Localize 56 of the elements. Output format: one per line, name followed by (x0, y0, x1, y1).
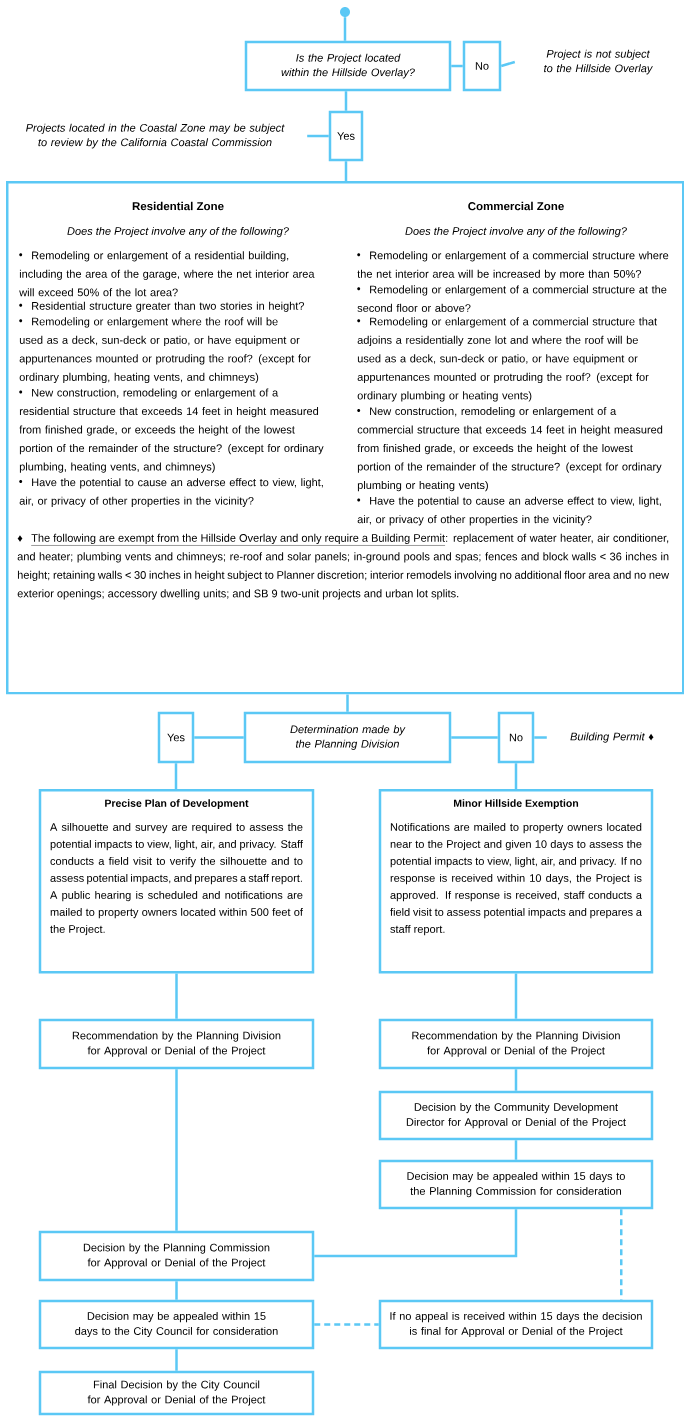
bullet-item: Remodeling or enlargement of a commercial structure that adjoins a residentially zone lot and where the roof will be used as a deck, sun-deck or patio, or have equipment or appurtenances mounted or protruding the roof? (except for ordinary plumbing or heating vents) (357, 317, 658, 402)
connector-line (175, 1069, 178, 1231)
connector-line (194, 736, 244, 739)
zone-question: Does the Project involve any of the following? (67, 226, 289, 238)
connector-line (451, 736, 498, 739)
dashed-connector (314, 1323, 379, 1326)
bullet-item: Remodeling or enlargement where the roof will be used as a deck, sun-deck or patio, or have equipment or appurtenances mounted or protruding the roof? (except for ordinary plumbing, heating vents, and chimneys) (19, 317, 311, 384)
process-box: Recommendation by the Planning Division for Approval or Denial of the Project (38, 1018, 315, 1070)
process-box: Decision may be appealed within 15 days to the City Council for consideration (38, 1299, 315, 1350)
bullet-item: Have the potential to cause an adverse effect to view, light, air, or privacy of other properties in the vicinity? (357, 496, 661, 526)
connector-line (534, 736, 547, 739)
process-box: Decision by the Planning Commission for Approval or Denial of the Project (38, 1230, 315, 1282)
connector-line (174, 763, 178, 789)
bullet-item: Residential structure greater than two stories in height? (19, 301, 305, 312)
process-box: Minor Hillside Exemption Notifications are mailed to property owners located near to the Project and given 10 days to assess the potential impacts to view, light, air, and privacy. If no response is received within 10 days, the Project is approved. If response is received, staff conducts a field visit to assess potential impacts and prepares a staff report. (378, 789, 654, 974)
connector-line (344, 91, 348, 111)
process-box: Decision may be appealed within 15 days to the Planning Commission for consideration (378, 1159, 654, 1210)
choice-box: Yes (328, 110, 364, 162)
zone-heading: Commercial Zone (468, 201, 564, 211)
bullet-item: New construction, remodeling or enlargement of a commercial structure that exceeds 14 feet in height measured from finished grade, or exceeds the height of the lowest portion of the remainder of the structure? (except for ordinary plumbing or heating vents) (357, 407, 663, 492)
bullet-item: Remodeling or enlargement of a commercial structure at the second floor or above? (357, 285, 667, 312)
process-box: Final Decision by the City Council for Approval or Denial of the Project (38, 1370, 315, 1416)
question-box: Determination made by the Planning Division (243, 711, 452, 764)
note-text: Projects located in the Coastal Zone may be subject to review by the California Coastal Commission (26, 123, 285, 149)
connector-line (175, 1281, 178, 1300)
connector-line (343, 17, 347, 41)
connector-line (175, 973, 178, 1019)
bullet-item: Have the potential to cause an adverse effect to view, light, air, or privacy of other properties in the vicinity? (19, 478, 323, 507)
bullet-item: Remodeling or enlargement of a commercial structure where the net interior area will be increased by more than 50%? (357, 251, 669, 280)
process-box: Precise Plan of Development A silhouette and survey are required to assess the potential impacts to view, light, air, and privacy. Staff conducts a field visit to verify the silhouette and to assess potential impacts, and prepares a staff report. A public hearing is scheduled and notifications are mailed to property owners located within 500 feet of the Project. (38, 789, 315, 974)
connector-line (344, 161, 348, 181)
note-text: Building Permit ♦ (570, 732, 654, 743)
choice-box: No (462, 40, 502, 92)
process-box: Decision by the Community Development Director for Approval or Denial of the Project (378, 1090, 654, 1141)
bullet-item: New construction, remodeling or enlargement of a residential structure that exceeds 14 feet in height measured from finished grade, or exceeds the height of the lowest portion of the remainder of the structure? (except for ordinary plumbing, heating vents, and chimneys) (19, 388, 324, 473)
bullet-item: Remodeling or enlargement of a residential building, including the area of the garage, where the net interior area will exceed 50% of the lot area? (19, 251, 315, 297)
exemption-note: ♦ The following are exempt from the Hillside Overlay and only require a Building Permit: replacement of water heater, air conditioner, and heater; plumbing vents and chimneys; re-roof and solar panels; in-ground pools and spas; fences and block walls < 36 inches in height; retaining walls < 30 inches in height subject to Planner discretion; interior remodels involving no additional floor area and no new exterior openings; accessory dwelling units; and SB 9 two-unit projects and urban lot splits. (17, 533, 670, 600)
connector-line (514, 1140, 518, 1160)
zone-question: Does the Project involve any of the following? (405, 226, 627, 238)
connector-line (175, 1349, 178, 1371)
connector-line (514, 1069, 518, 1091)
dashed-connector (620, 1209, 623, 1300)
connector-line (346, 694, 349, 712)
choice-box: No (497, 711, 535, 764)
connector-line (514, 973, 518, 1019)
choice-box: Yes (157, 711, 195, 764)
connector-line (307, 134, 329, 138)
process-box: Recommendation by the Planning Division for Approval or Denial of the Project (378, 1018, 654, 1070)
connector-line (500, 60, 516, 68)
question-box: Is the Project located within the Hillside Overlay? (244, 40, 452, 92)
note-text: Project is not subject to the Hillside Overlay (544, 49, 653, 75)
connector-line (514, 763, 518, 789)
process-box: If no appeal is received within 15 days the decision is final for Approval or Denial of the Project (378, 1299, 654, 1350)
connector-line (451, 64, 463, 68)
connector-line (314, 1209, 518, 1258)
zone-heading: Residential Zone (132, 201, 224, 211)
